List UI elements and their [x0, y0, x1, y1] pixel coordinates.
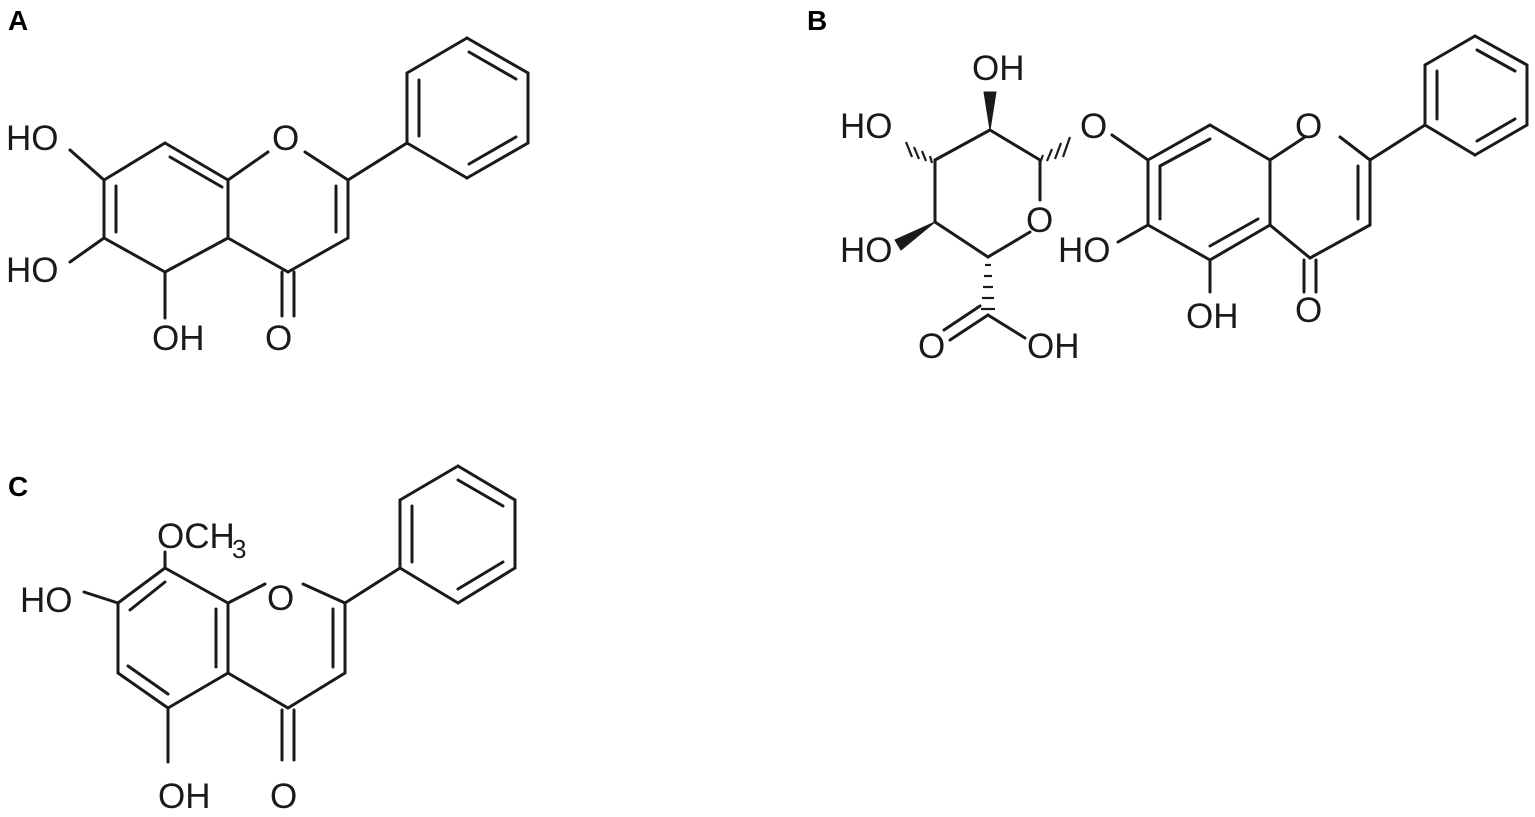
atom-label: HO [20, 581, 73, 620]
bond [128, 580, 167, 612]
bond [1475, 117, 1517, 143]
atom-label: O [270, 777, 297, 816]
atom-subscript: 3 [232, 534, 246, 564]
bond [226, 582, 267, 605]
bond [126, 664, 170, 696]
hashed-bond [904, 141, 934, 164]
atom-label: O [267, 579, 294, 618]
atom-label: HO [6, 119, 59, 158]
bond [226, 236, 290, 274]
bond [1208, 223, 1272, 262]
bond [1110, 133, 1150, 162]
bond [988, 128, 1042, 162]
bond [343, 566, 402, 605]
bond [456, 560, 505, 591]
bond [1308, 223, 1372, 260]
atom-label: O [1295, 291, 1322, 330]
atom-label: O [272, 119, 299, 158]
bond [1208, 123, 1272, 162]
panel-label-c: C [8, 471, 28, 502]
panel-label-b: B [807, 5, 827, 36]
bond [1338, 135, 1372, 162]
bond [166, 671, 230, 710]
bond [405, 36, 469, 75]
atom-label: O [918, 327, 945, 366]
atom-label: OH [1186, 297, 1239, 336]
bond [467, 50, 518, 81]
bond [948, 313, 990, 342]
structure-b: B [807, 5, 1529, 366]
bond [116, 566, 167, 605]
bond [1208, 217, 1260, 248]
bond [1146, 123, 1212, 162]
bond [465, 36, 530, 75]
bond [986, 230, 1032, 259]
bond [226, 150, 270, 182]
bond [1473, 123, 1529, 157]
bond [1473, 34, 1529, 67]
bond [1368, 123, 1427, 162]
bond [942, 304, 982, 332]
bond [116, 671, 170, 710]
bond [1475, 48, 1517, 73]
bond [1158, 137, 1212, 168]
hashed-bond [1038, 136, 1072, 164]
bond [465, 141, 530, 180]
structure-c: C OCH 3 HO [8, 464, 517, 816]
atom-label: OH [158, 777, 211, 816]
bond [467, 135, 518, 166]
bond [301, 582, 347, 605]
bond [68, 148, 106, 182]
bond [456, 478, 505, 508]
bond [68, 236, 106, 264]
atom-label: OH [152, 319, 205, 358]
bond [456, 566, 517, 605]
bond [163, 141, 230, 182]
atom-label: HO [6, 251, 59, 290]
bond [933, 220, 990, 259]
bond [168, 155, 224, 189]
atom-label: OH [972, 49, 1025, 88]
bond [303, 150, 350, 182]
atom-label: O [265, 319, 292, 358]
bond [986, 313, 1027, 340]
wedge-bond [894, 221, 936, 251]
bond [286, 671, 347, 710]
atom-label: HO [840, 231, 893, 270]
bond [1268, 135, 1307, 162]
bond [102, 236, 167, 274]
panel-label-a: A [8, 5, 28, 36]
bond [226, 671, 290, 710]
bond [398, 464, 460, 502]
bond [102, 141, 167, 182]
wedge-bond [983, 91, 997, 131]
bond [456, 464, 517, 502]
atom-label: OH [1027, 327, 1080, 366]
bond [933, 128, 992, 162]
atom-label: O [1080, 107, 1107, 146]
bond [82, 590, 120, 605]
bond [1116, 223, 1150, 244]
atom-label: OCH [157, 517, 235, 556]
atom-label: HO [1058, 231, 1111, 270]
bond [1268, 223, 1312, 260]
bond [1423, 123, 1477, 157]
atom-label: O [1026, 201, 1053, 240]
bond [405, 141, 469, 180]
atom-label: HO [840, 107, 893, 146]
atom-label: O [1295, 107, 1322, 146]
structure-a: A HO HO OH O [6, 5, 530, 358]
bond [163, 236, 230, 274]
bond [1423, 34, 1477, 67]
bond [1146, 223, 1212, 262]
bond [346, 141, 409, 182]
hashed-bond [981, 263, 995, 311]
bond [163, 566, 230, 605]
bond [398, 566, 460, 605]
bond [286, 236, 350, 274]
